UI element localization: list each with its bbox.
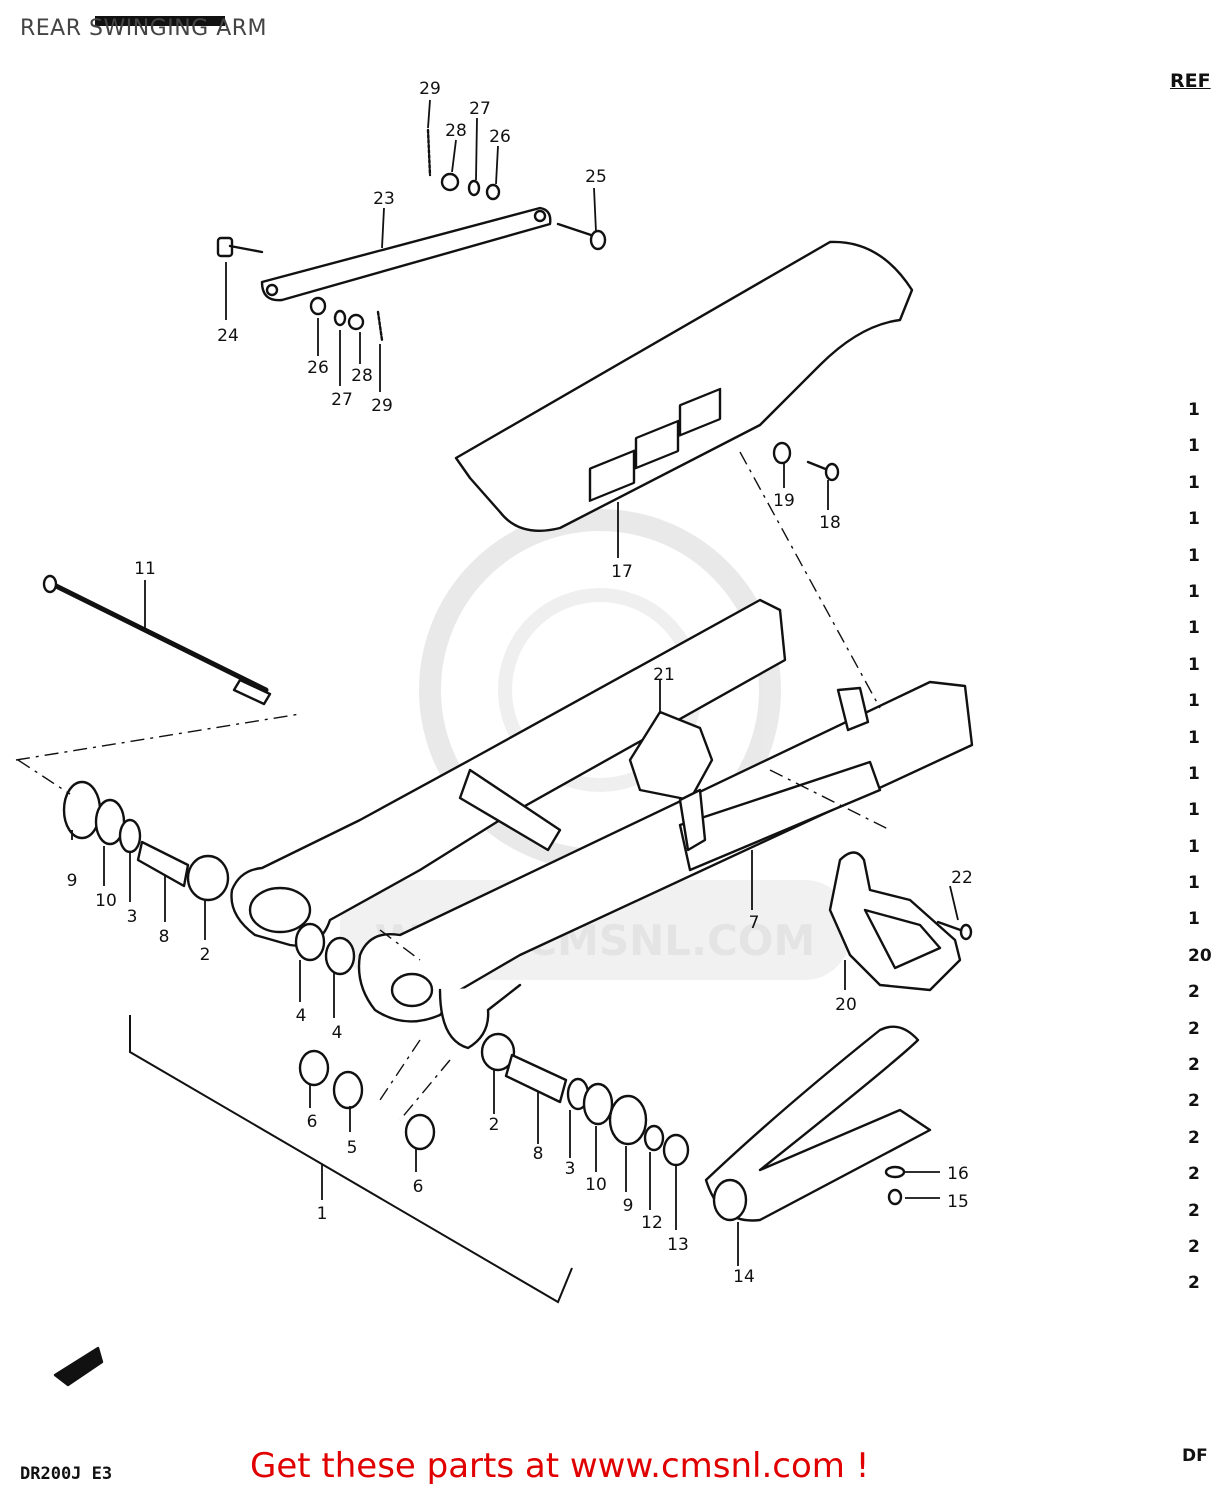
front-arrow-icon bbox=[53, 1346, 104, 1387]
callout-5: 5 bbox=[347, 1138, 358, 1158]
callout-17: 17 bbox=[611, 562, 633, 582]
callout-20: 20 bbox=[835, 995, 857, 1015]
ref-item: 2 bbox=[1188, 982, 1200, 1003]
ref-item: 2 bbox=[1188, 1164, 1200, 1185]
ref-item: 1 bbox=[1188, 654, 1200, 675]
ref-number-column: 1 1 1 1 1 1 1 1 1 1 1 1 1 1 1 20 2 2 2 2… bbox=[1188, 400, 1216, 1310]
callout-15: 15 bbox=[947, 1192, 969, 1212]
ref-item: 2 bbox=[1188, 1055, 1200, 1076]
callout-10: 10 bbox=[585, 1175, 607, 1195]
ref-item: 2 bbox=[1188, 1273, 1200, 1294]
ref-item: 20 bbox=[1188, 945, 1212, 966]
callout-21: 21 bbox=[653, 665, 675, 685]
top-hardware bbox=[309, 128, 501, 342]
callout-2: 2 bbox=[489, 1115, 500, 1135]
ref-item: 1 bbox=[1188, 909, 1200, 930]
callout-28: 28 bbox=[445, 121, 467, 141]
ref-item: 1 bbox=[1188, 836, 1200, 857]
callout-10: 10 bbox=[95, 891, 117, 911]
ref-item: 1 bbox=[1188, 727, 1200, 748]
callout-19: 19 bbox=[773, 491, 795, 511]
brake-hose-guide bbox=[828, 851, 973, 992]
ref-item: 1 bbox=[1188, 618, 1200, 639]
ref-item: 1 bbox=[1188, 472, 1200, 493]
left-bearing-stack bbox=[62, 780, 356, 976]
ref-column-header: REF bbox=[1170, 70, 1211, 92]
assembly-guides bbox=[15, 451, 891, 1121]
callout-8: 8 bbox=[533, 1144, 544, 1164]
callout-3: 3 bbox=[565, 1159, 576, 1179]
ref-item: 1 bbox=[1188, 509, 1200, 530]
ref-item: 2 bbox=[1188, 1200, 1200, 1221]
ref-item: 1 bbox=[1188, 400, 1200, 420]
callout-24: 24 bbox=[217, 326, 239, 346]
ref-item: 1 bbox=[1188, 691, 1200, 712]
callout-labels: 29 27 28 26 25 23 24 26 28 27 29 19 18 1… bbox=[67, 79, 973, 1287]
ref-item: 1 bbox=[1188, 436, 1200, 457]
chain-case bbox=[454, 240, 914, 532]
callout-9: 9 bbox=[67, 871, 78, 891]
model-code: DR200J E3 bbox=[20, 1464, 113, 1484]
ref-item: 1 bbox=[1188, 763, 1200, 784]
callout-26: 26 bbox=[307, 358, 329, 378]
right-bearing-stack bbox=[298, 1032, 690, 1167]
callout-7: 7 bbox=[749, 913, 760, 933]
diagram-title: REAR SWINGING ARM bbox=[20, 16, 268, 41]
callout-13: 13 bbox=[667, 1235, 689, 1255]
callout-11: 11 bbox=[134, 559, 156, 579]
callout-2: 2 bbox=[200, 945, 211, 965]
swingarm-pivot-axle bbox=[42, 574, 272, 706]
callout-22: 22 bbox=[951, 868, 973, 888]
callout-14: 14 bbox=[733, 1267, 755, 1287]
buy-parts-link[interactable]: Get these parts at www.cmsnl.com ! bbox=[250, 1446, 870, 1486]
swingarm-body bbox=[230, 598, 974, 1050]
callout-9: 9 bbox=[623, 1196, 634, 1216]
callout-8: 8 bbox=[159, 927, 170, 947]
ref-item: 2 bbox=[1188, 1091, 1200, 1112]
title-redaction-bar bbox=[95, 16, 225, 26]
ref-item: 1 bbox=[1188, 873, 1200, 894]
ref-item: 1 bbox=[1188, 545, 1200, 566]
callout-25: 25 bbox=[585, 167, 607, 187]
callout-1: 1 bbox=[317, 1204, 328, 1224]
callout-29: 29 bbox=[419, 79, 441, 99]
bolt-24 bbox=[216, 236, 264, 258]
callout-4: 4 bbox=[296, 1006, 307, 1026]
callout-6: 6 bbox=[413, 1177, 424, 1197]
callout-18: 18 bbox=[819, 513, 841, 533]
chain-buffer bbox=[704, 1025, 932, 1222]
callout-16: 16 bbox=[947, 1164, 969, 1184]
ref-item: 1 bbox=[1188, 800, 1200, 821]
callout-4: 4 bbox=[332, 1023, 343, 1043]
ref-item: 1 bbox=[1188, 581, 1200, 602]
callout-6: 6 bbox=[307, 1112, 318, 1132]
rear-torque-rod bbox=[260, 206, 552, 302]
callout-3: 3 bbox=[127, 907, 138, 927]
callout-26: 26 bbox=[489, 127, 511, 147]
leader-lines bbox=[71, 99, 959, 1266]
ref-item: 2 bbox=[1188, 1127, 1200, 1148]
callout-12: 12 bbox=[641, 1213, 663, 1233]
callout-27: 27 bbox=[469, 99, 491, 119]
corner-code: DF bbox=[1182, 1446, 1208, 1466]
callout-28: 28 bbox=[351, 366, 373, 386]
bolt-25 bbox=[556, 222, 607, 251]
ref-item: 2 bbox=[1188, 1018, 1200, 1039]
part-1-bracket bbox=[129, 1015, 573, 1304]
callout-27: 27 bbox=[331, 390, 353, 410]
callout-23: 23 bbox=[373, 189, 395, 209]
ref-item: 2 bbox=[1188, 1236, 1200, 1257]
callout-29: 29 bbox=[371, 396, 393, 416]
chain-case-bolt bbox=[772, 441, 840, 482]
